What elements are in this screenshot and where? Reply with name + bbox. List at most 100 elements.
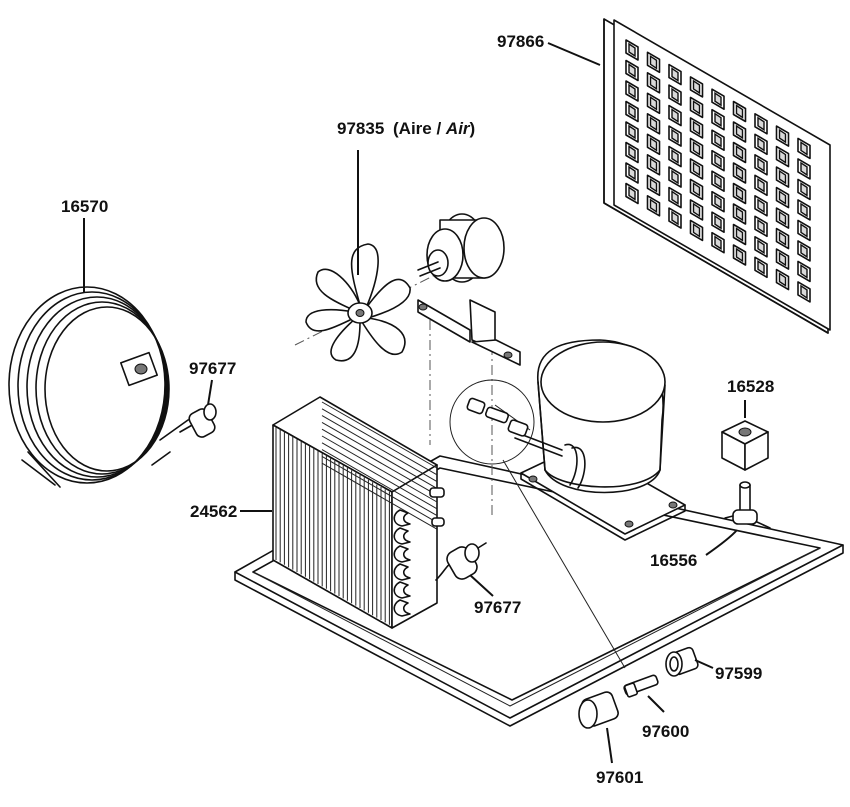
grille-cell-recess — [692, 141, 701, 156]
label-97599: 97599 — [715, 664, 762, 683]
condenser-return-bend — [393, 545, 411, 563]
grille-cell-recess — [800, 284, 808, 300]
grille-cell-recess — [649, 95, 658, 111]
condenser-top-fin — [321, 435, 438, 503]
label-97835: 97835 (Aire / Air) — [337, 119, 475, 138]
grille-cell-recess — [778, 149, 787, 164]
grille-cell-recess — [714, 112, 722, 128]
condenser-top-fin — [321, 462, 438, 530]
filter-drier-97677-bottom — [435, 542, 487, 581]
label-97866: 97866 — [497, 32, 544, 51]
grille-cell-recess — [692, 79, 701, 95]
fan-blade-97835 — [305, 243, 411, 362]
fitting-97599 — [665, 646, 699, 677]
grille-cell-recess — [800, 141, 808, 156]
grille-cell-recess — [671, 210, 679, 226]
grille-cell-recess — [671, 190, 679, 205]
label-97835-note-start: (Aire / — [393, 119, 446, 138]
grille-cell-recess — [735, 247, 744, 263]
grille-cell-recess — [692, 161, 701, 177]
label-97835-note-end: ) — [470, 119, 476, 138]
grille-cell-recess — [628, 145, 636, 160]
grille-cell-recess — [757, 239, 765, 255]
grille-cell-recess — [714, 153, 722, 169]
solenoid-coil-16528 — [721, 420, 769, 471]
grille-cell-recess — [649, 136, 658, 152]
label-97677-bottom: 97677 — [474, 598, 521, 617]
grille-cell-recess — [757, 218, 765, 234]
grille-cell-recess — [671, 108, 679, 123]
grille-cell-recess — [757, 136, 765, 152]
grille-cell-recess — [735, 186, 744, 201]
grille-cell-recess — [692, 223, 701, 238]
grille-cell-recess — [714, 132, 722, 148]
grille-cell-recess — [649, 157, 658, 173]
condenser-top-fin — [321, 408, 438, 476]
grille-cell-recess — [757, 157, 765, 173]
grille-cell-recess — [757, 177, 765, 193]
grille-cell-recess — [800, 264, 808, 279]
grille-cell-recess — [735, 206, 744, 222]
grille-cell-recess — [692, 120, 701, 136]
coiled-tube-16570 — [8, 286, 189, 488]
grille-cell-recess — [800, 202, 808, 218]
cap-97601 — [578, 691, 619, 729]
leader-lines — [83, 42, 746, 764]
valve-core-97600 — [623, 674, 659, 698]
condenser-top-fin — [321, 421, 438, 489]
condenser-return-bend — [393, 509, 411, 527]
grille-cell-recess — [778, 272, 787, 287]
grille-cell-recess — [735, 227, 744, 242]
label-97835-number: 97835 — [337, 119, 384, 138]
grille-cell-recess — [714, 214, 722, 230]
compressor — [514, 339, 686, 541]
condenser-top-fin — [321, 415, 438, 483]
grille-97866 — [603, 18, 831, 334]
grille-cell-recess — [714, 91, 722, 107]
grille-cell-recess — [735, 104, 744, 119]
grille-cell-recess — [757, 198, 765, 214]
label-97677-top: 97677 — [189, 359, 236, 378]
grille-cell-recess — [778, 128, 787, 144]
grille-cell-recess — [714, 235, 722, 251]
label-16570: 16570 — [61, 197, 108, 216]
label-97600: 97600 — [642, 722, 689, 741]
grille-cell-recess — [649, 54, 658, 70]
label-97835-note-air: Air — [445, 119, 471, 138]
grille-cell-recess — [649, 198, 658, 214]
grille-cell-recess — [671, 67, 679, 82]
valve-16556 — [724, 481, 771, 529]
grille-cell-recess — [778, 210, 787, 226]
grille-cell-recess — [671, 169, 679, 185]
grille-cell-recess — [628, 83, 636, 99]
label-24562: 24562 — [190, 502, 237, 521]
grille-cell-recess — [628, 104, 636, 119]
grille-cell-recess — [628, 124, 636, 140]
filter-drier-97677-top — [179, 403, 217, 438]
grille-cell-recess — [628, 63, 636, 78]
condenser-top-fin — [321, 401, 438, 469]
grille-cell-recess — [714, 173, 722, 189]
detail-circle — [449, 379, 535, 465]
grille-cell-recess — [757, 259, 765, 275]
grille-cell-recess — [628, 186, 636, 201]
label-16528: 16528 — [727, 377, 774, 396]
label-16556: 16556 — [650, 551, 697, 570]
grille-cell-recess — [757, 116, 765, 132]
condenser-top-fin — [321, 428, 438, 496]
grille-cell-recess — [735, 145, 744, 160]
grille-cell-recess — [671, 87, 679, 103]
grille-cell-recess — [692, 182, 701, 197]
grille-cell-recess — [800, 243, 808, 259]
grille-cell-recess — [800, 182, 808, 197]
condenser-top-fin — [321, 455, 438, 523]
grille-cell-recess — [671, 128, 679, 144]
label-97601: 97601 — [596, 768, 643, 787]
grille-cell-recess — [778, 231, 787, 246]
grille-cell-recess — [649, 177, 658, 193]
condenser-24562 — [272, 396, 445, 629]
grille-cell-recess — [800, 223, 808, 238]
condenser-return-bend — [393, 599, 411, 617]
grille-cell-recess — [692, 100, 701, 115]
